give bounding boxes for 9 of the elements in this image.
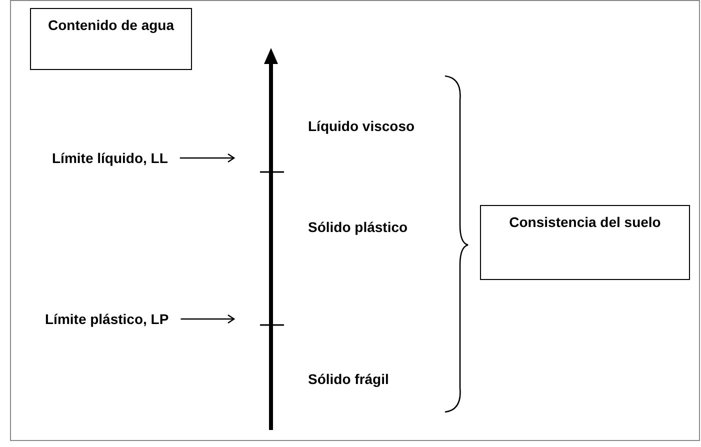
state-label: Sólido plástico bbox=[308, 219, 408, 235]
arrow bbox=[180, 153, 235, 163]
arrow bbox=[180, 314, 235, 324]
limit-label: Límite líquido, LL bbox=[52, 150, 168, 166]
text-box: Consistencia del suelo bbox=[480, 205, 690, 280]
text-box: Contenido de agua bbox=[30, 8, 192, 70]
state-label: Sólido frágil bbox=[308, 371, 389, 387]
state-label: Líquido viscoso bbox=[308, 118, 415, 134]
limit-label: Límite plástico, LP bbox=[45, 311, 169, 327]
